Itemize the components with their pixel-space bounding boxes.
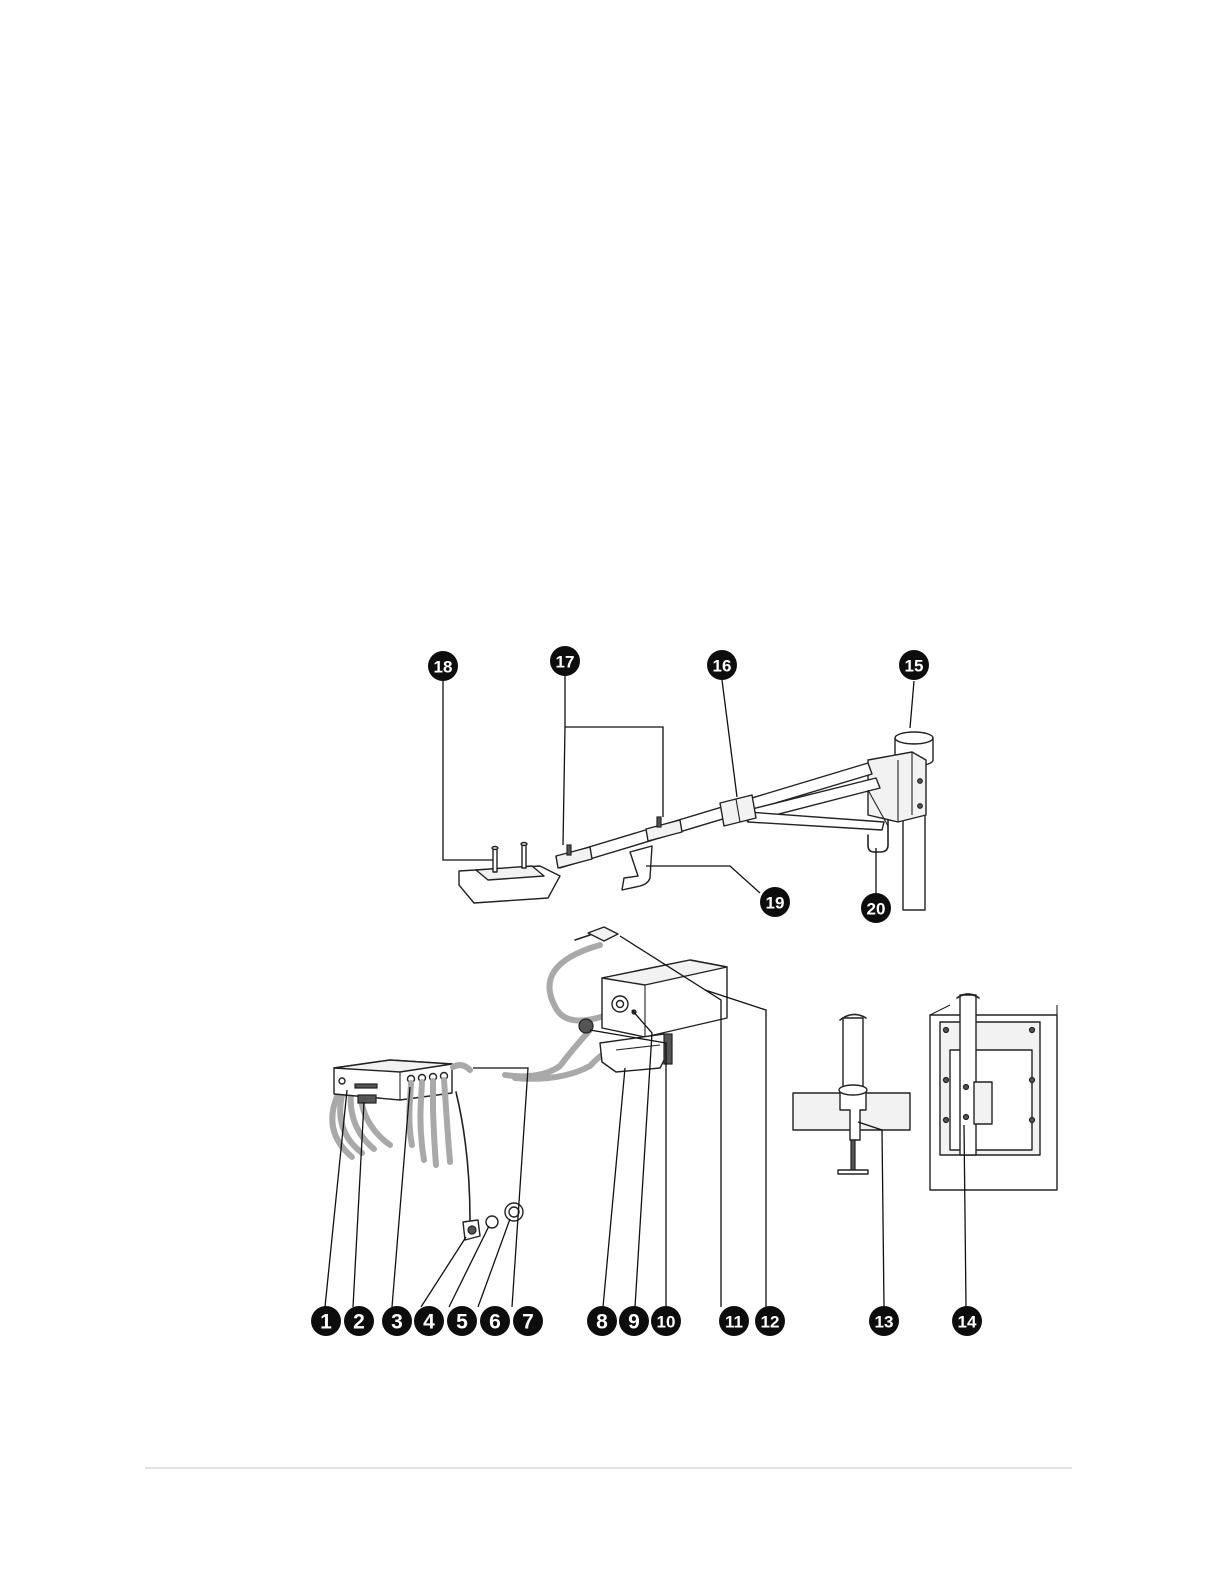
clamp-holder [600, 1034, 672, 1072]
rail-clip-left [556, 847, 592, 868]
table-clamp-assembly [793, 1014, 910, 1174]
callout-9-label: 9 [628, 1311, 640, 1334]
callout-20: 20 [861, 893, 891, 923]
wall-mount-assembly [930, 994, 1057, 1190]
callout-17: 17 [550, 646, 580, 676]
callout-1: 1 [311, 1306, 341, 1336]
callout-6-label: 6 [489, 1311, 501, 1334]
callout-10: 10 [651, 1306, 681, 1336]
module-latch [358, 1095, 376, 1103]
callout-14-label: 14 [958, 1313, 977, 1332]
callout-17-label: 17 [556, 653, 575, 672]
callout-9: 9 [619, 1306, 649, 1336]
callout-8-label: 8 [596, 1311, 608, 1334]
small-connector [588, 927, 618, 941]
callout-15: 15 [899, 650, 929, 680]
callout-3-label: 3 [391, 1311, 403, 1334]
arm-upper-rail [556, 763, 872, 868]
callout-16-label: 16 [713, 657, 732, 676]
callout-15-label: 15 [905, 657, 924, 676]
callout-4: 4 [414, 1306, 444, 1336]
arm-assembly [459, 732, 933, 910]
callout-7-label: 7 [522, 1311, 534, 1334]
callout-11-label: 11 [725, 1313, 743, 1332]
wall-pole [960, 995, 976, 1155]
callout-5: 5 [447, 1306, 477, 1336]
callout-6: 6 [480, 1306, 510, 1336]
callout-14: 14 [952, 1306, 982, 1336]
callout-4-label: 4 [423, 1311, 435, 1334]
callout-18-label: 18 [434, 658, 453, 677]
callout-13-label: 13 [875, 1313, 894, 1332]
callout-3: 3 [382, 1306, 412, 1336]
callout-12: 12 [755, 1306, 785, 1336]
clamp-screw [851, 1140, 855, 1172]
wall-bracket [974, 1082, 992, 1124]
cable-hanger [622, 846, 652, 890]
callout-16: 16 [707, 650, 737, 680]
callout-20-label: 20 [867, 900, 886, 919]
small-ring [486, 1216, 498, 1228]
callout-12-label: 12 [761, 1313, 780, 1332]
callout-5-label: 5 [456, 1311, 468, 1334]
cable-plug [579, 1019, 593, 1033]
callout-10-label: 10 [657, 1313, 676, 1332]
callout-11: 11 [719, 1306, 749, 1336]
callout-1-label: 1 [320, 1311, 332, 1334]
callout-18: 18 [428, 651, 458, 681]
callout-2: 2 [344, 1306, 374, 1336]
callout-2-label: 2 [353, 1311, 365, 1334]
transducer-assembly [505, 927, 727, 1079]
rail-clip-right [646, 820, 682, 841]
callout-19-label: 19 [766, 894, 785, 913]
callout-13: 13 [869, 1306, 899, 1336]
callout-8: 8 [587, 1306, 617, 1336]
callout-19: 19 [760, 887, 790, 917]
callout-7: 7 [513, 1306, 543, 1336]
